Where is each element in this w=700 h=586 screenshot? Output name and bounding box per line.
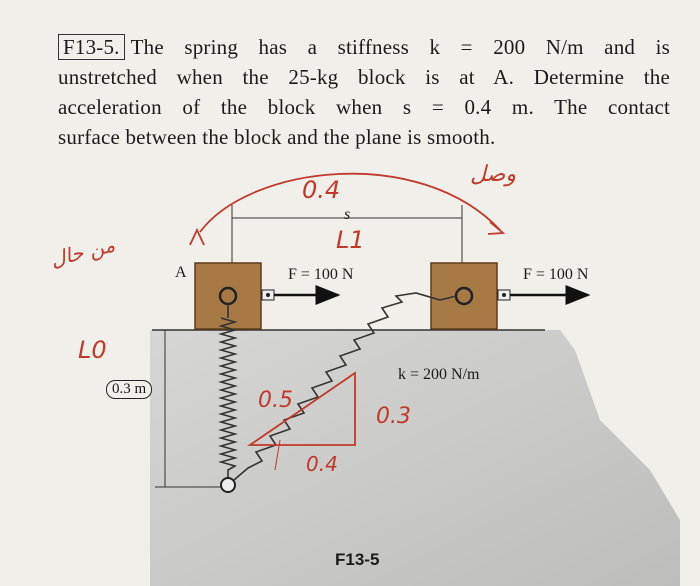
ground-surface xyxy=(150,330,680,586)
hand-L1: L1 xyxy=(336,226,365,254)
problem-line-3: acceleration of the block when s = 0.4 m… xyxy=(58,95,670,119)
block-at-A xyxy=(194,262,262,330)
problem-line-1: F13-5.The spring has a stiffness k = 200… xyxy=(58,32,670,62)
hand-hyp: 0.5 xyxy=(258,388,293,413)
hand-triangle xyxy=(247,371,356,446)
spring-diagonal xyxy=(233,292,457,481)
hand-arc xyxy=(199,172,501,233)
label-A: A xyxy=(175,264,187,281)
hand-base: 0.4 xyxy=(306,452,338,476)
problem-number: F13-5. xyxy=(58,34,125,60)
label-s: s xyxy=(344,206,351,223)
problem-statement: F13-5.The spring has a stiffness k = 200… xyxy=(58,32,670,152)
force-label-right: F = 100 N xyxy=(523,266,589,283)
figure-caption: F13-5 xyxy=(335,550,380,569)
anchor-pin xyxy=(220,477,236,493)
height-label: 0.3 m xyxy=(106,380,153,399)
spring-stiffness-label: k = 200 N/m xyxy=(398,366,480,383)
block-at-s xyxy=(430,262,498,330)
spring-vertical xyxy=(218,304,238,478)
problem-line-2: unstretched when the 25-kg block is at A… xyxy=(58,65,670,89)
hand-vert: 0.3 xyxy=(376,404,411,429)
hand-L0: L0 xyxy=(78,336,107,364)
hand-top-value: 0.4 xyxy=(302,176,341,204)
problem-line-4: surface between the block and the plane … xyxy=(58,125,496,149)
force-label-left: F = 100 N xyxy=(288,266,354,283)
hand-arabic-right: وصل xyxy=(470,162,516,187)
